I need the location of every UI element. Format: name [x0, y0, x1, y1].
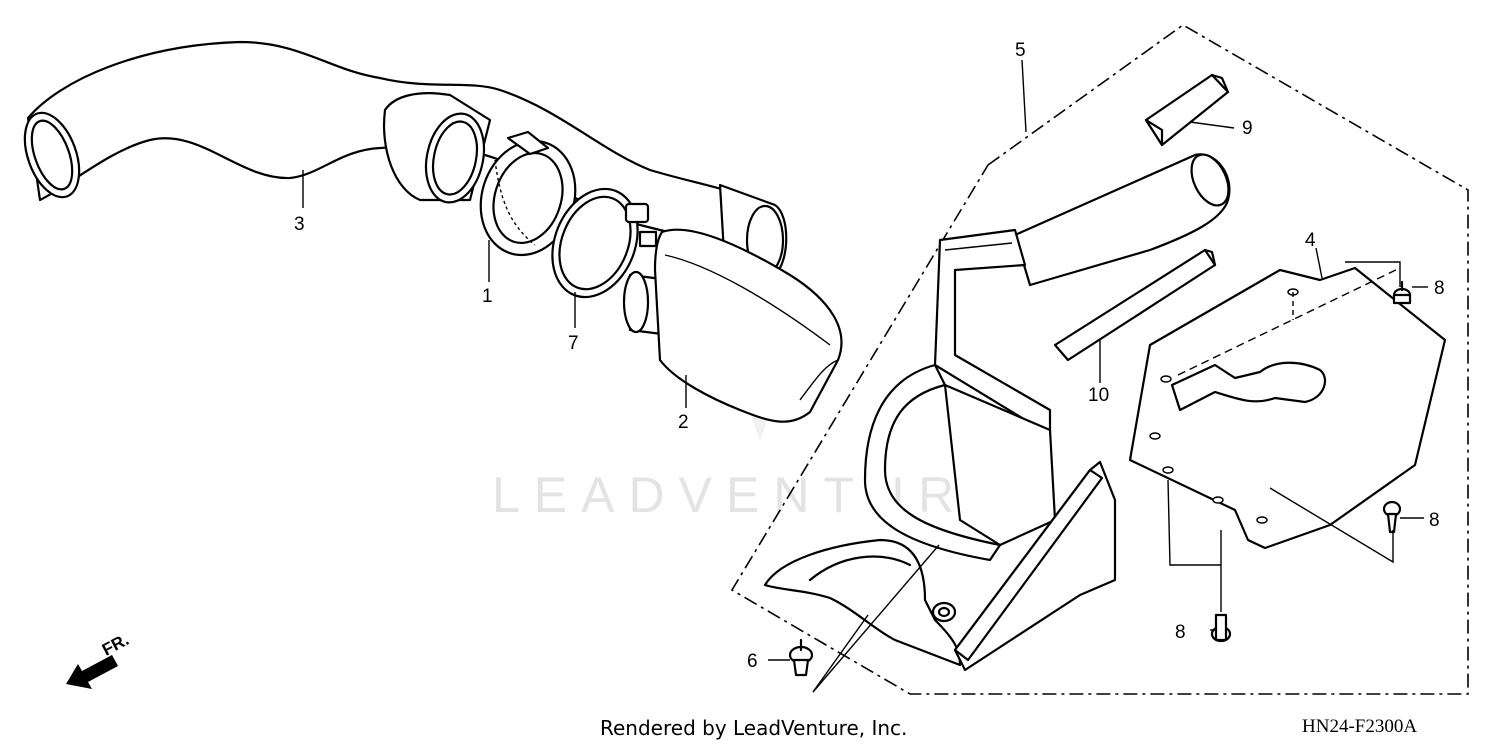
seal-strip — [1053, 248, 1217, 362]
callout-1: 1 — [482, 286, 493, 307]
render-credit: Rendered by LeadVenture, Inc. — [600, 716, 908, 740]
screw-bottom — [1210, 613, 1232, 643]
assembly-boundary — [730, 24, 1469, 695]
callout-6: 6 — [747, 651, 758, 672]
diagram-code: HN24-F2300A — [1302, 716, 1418, 737]
leader-lines — [302, 59, 1428, 693]
cover-plate — [1128, 266, 1447, 550]
callout-8-bottom: 8 — [1175, 622, 1186, 643]
callout-2: 2 — [678, 412, 689, 433]
watermark-text: LEADVENTURE — [492, 467, 1016, 523]
callout-7: 7 — [568, 333, 579, 354]
front-label: FR. — [99, 630, 132, 660]
push-clip — [788, 638, 814, 677]
callouts: 3 1 7 2 5 9 4 10 8 8 8 6 — [294, 40, 1445, 672]
callout-8-right: 8 — [1429, 510, 1440, 531]
screw-top-right — [1392, 280, 1412, 305]
callout-5: 5 — [1015, 40, 1026, 61]
front-arrow-icon — [66, 655, 118, 689]
screw-right — [1382, 500, 1402, 534]
hose-clamp — [551, 187, 658, 299]
clamp-band — [479, 130, 577, 257]
air-filter-element — [653, 228, 843, 423]
callout-9: 9 — [1242, 118, 1253, 139]
foam-block — [1144, 73, 1230, 147]
front-direction-indicator: FR. — [66, 630, 132, 689]
callout-8-top: 8 — [1434, 278, 1445, 299]
air-box-housing — [763, 153, 1231, 672]
callout-4: 4 — [1305, 230, 1316, 251]
callout-3: 3 — [294, 214, 305, 235]
callout-10: 10 — [1088, 385, 1109, 406]
